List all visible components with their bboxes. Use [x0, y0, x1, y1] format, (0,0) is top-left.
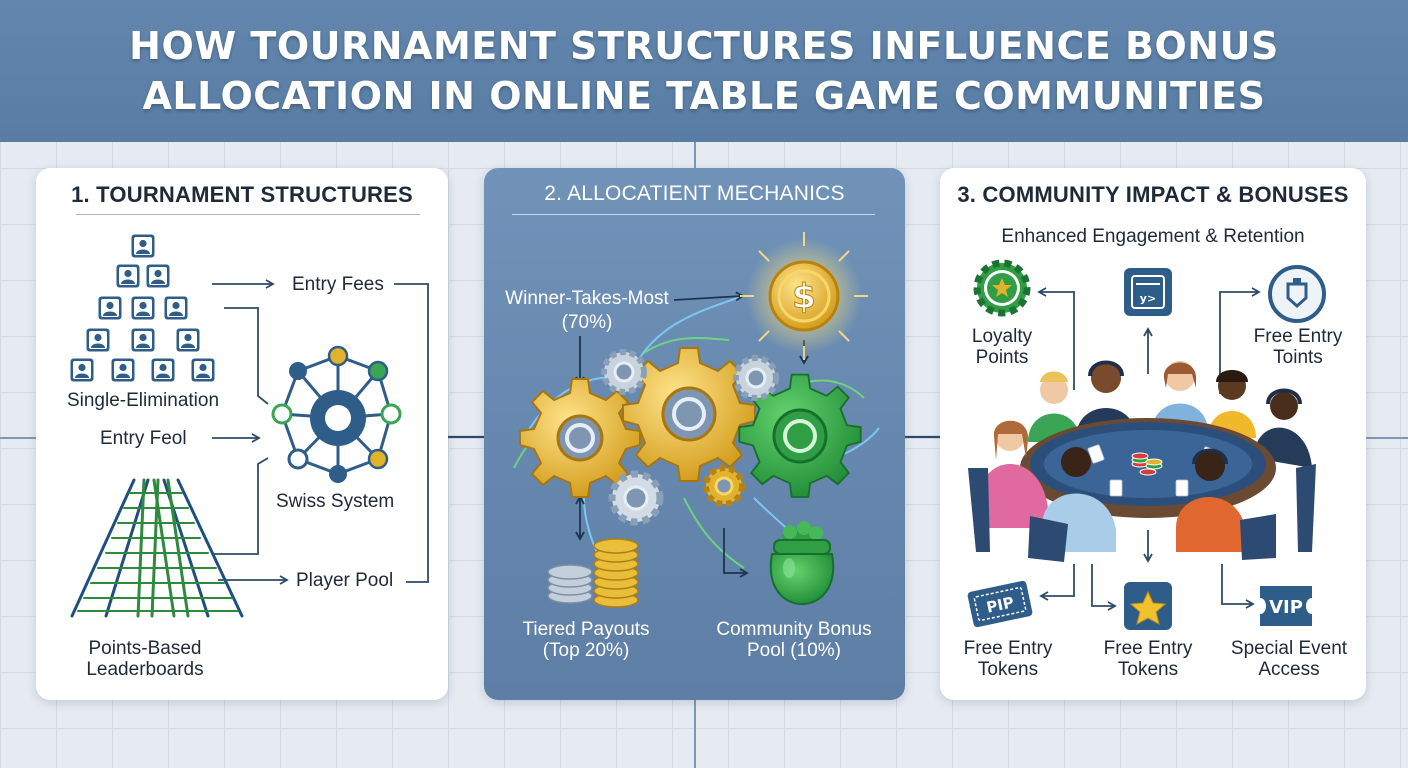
loyalty-points-gear-icon	[973, 259, 1031, 317]
label-tiered-payouts: Tiered Payouts (Top 20%)	[506, 619, 666, 661]
gear-green-right-icon	[738, 373, 862, 498]
player-green-hoodie	[1028, 371, 1080, 442]
label-community-line-1: Community Bonus	[716, 619, 872, 640]
label-entry-fees: Entry Fees	[292, 274, 384, 295]
green-bonus-pot-icon	[769, 521, 835, 606]
panel-3-connectors	[1037, 287, 1261, 611]
title-line-1: HOW TOURNAMENT STRUCTURES INFLUENCE BONU…	[129, 24, 1279, 68]
guide-line-bottom	[694, 700, 696, 768]
label-tokens-b-line-2: Tokens	[1117, 659, 1179, 680]
label-special-event-access: Special Event Access	[1224, 638, 1354, 680]
label-points-based-leaderboards: Points-Based Leaderboards	[60, 638, 230, 680]
label-community-line-2: Pool (10%)	[747, 640, 841, 661]
panel-1-title-rule	[76, 214, 420, 215]
panel-1-title: 1. TOURNAMENT STRUCTURES	[71, 182, 413, 207]
points-leaderboard-ladders-icon	[70, 478, 244, 618]
label-winner-line-2: (70%)	[561, 312, 613, 333]
label-toints-line-2: Toints	[1273, 347, 1323, 368]
label-player-pool: Player Pool	[296, 570, 394, 591]
ticket-text: y>	[1140, 292, 1156, 305]
gear-silver-small-2-icon	[733, 355, 779, 401]
label-points-line-2: Leaderboards	[86, 659, 204, 680]
title-banner: HOW TOURNAMENT STRUCTURES INFLUENCE BONU…	[0, 0, 1408, 142]
guide-line-right	[1366, 437, 1408, 439]
label-swiss-system: Swiss System	[276, 491, 395, 512]
page-title: HOW TOURNAMENT STRUCTURES INFLUENCE BONU…	[64, 21, 1344, 121]
ticket-top-icon: y>	[1124, 268, 1172, 316]
label-points-line-1: Points-Based	[88, 638, 202, 659]
label-winner-line-1: Winner-Takes-Most	[505, 288, 669, 309]
coin-stacks-icon	[547, 538, 639, 608]
vip-text: VIP	[1269, 597, 1303, 618]
vip-ticket-icon: VIP	[1260, 586, 1312, 626]
swiss-system-network-icon	[271, 345, 402, 483]
label-tokens-a-line-2: Tokens	[977, 659, 1039, 680]
guide-line-left	[0, 437, 36, 439]
panel-1-graphics	[70, 234, 429, 618]
panel-2-title-rule	[512, 214, 875, 215]
label-free-entry-tokens-left: Free Entry Tokens	[952, 638, 1064, 680]
panel-2-graphics: $	[513, 232, 880, 608]
gold-dollar-coin-icon: $	[740, 232, 868, 360]
label-tiered-line-1: Tiered Payouts	[522, 619, 650, 640]
gear-gold-small-icon	[703, 465, 745, 507]
label-single-elimination: Single-Elimination	[66, 390, 220, 411]
poker-table-scene-icon	[968, 360, 1316, 562]
label-entry-feol: Entry Feol	[100, 428, 187, 449]
label-tokens-b-line-1: Free Entry	[1103, 638, 1193, 659]
label-free-entry-tokens-center: Free Entry Tokens	[1092, 638, 1204, 680]
pip-ticket-icon: PIP	[967, 580, 1033, 628]
label-special-line-1: Special Event	[1230, 638, 1348, 659]
player-yellow-shirt	[1208, 370, 1256, 438]
panel-2-title: 2. ALLOCATIENT MECHANICS	[544, 182, 845, 205]
panel-1-connectors	[212, 279, 429, 585]
gear-silver-medium-icon	[608, 470, 664, 526]
label-community-bonus-pool: Community Bonus Pool (10%)	[704, 619, 884, 661]
label-special-line-2: Access	[1258, 659, 1320, 680]
label-winner-takes-most: Winner-Takes-Most (70%)	[492, 287, 682, 335]
gear-silver-small-1-icon	[601, 349, 647, 395]
star-token-icon	[1124, 582, 1172, 630]
panel-3-title: 3. COMMUNITY IMPACT & BONUSES	[957, 182, 1349, 207]
panel-allocation-mechanics: 2. ALLOCATIENT MECHANICS	[484, 168, 905, 700]
pip-text: PIP	[985, 593, 1016, 616]
coin-symbol: $	[792, 277, 816, 317]
single-elimination-pyramid-icon	[70, 234, 215, 382]
label-free-entry-toints: Free Entry Toints	[1240, 326, 1356, 368]
label-tokens-a-line-1: Free Entry	[963, 638, 1053, 659]
gear-gold-left-icon	[519, 378, 641, 498]
label-loyalty-line-2: Points	[975, 347, 1029, 368]
panel-community-impact: 3. COMMUNITY IMPACT & BONUSES Enhanced E…	[940, 168, 1366, 700]
player-front-left-pink	[980, 420, 1048, 528]
title-line-2: ALLOCATION IN ONLINE TABLE GAME COMMUNIT…	[142, 74, 1266, 118]
free-entry-toints-icon	[1268, 265, 1326, 323]
panel-tournament-structures: 1. TOURNAMENT STRUCTURES	[36, 168, 448, 700]
label-tiered-line-2: (Top 20%)	[542, 640, 630, 661]
player-front-right-orange	[1176, 448, 1246, 552]
panel-3-subtitle: Enhanced Engagement & Retention	[1001, 226, 1305, 247]
guide-line-top	[694, 142, 696, 168]
label-toints-line-1: Free Entry	[1253, 326, 1343, 347]
panel-3-graphics: y>	[967, 259, 1326, 630]
label-loyalty-line-1: Loyalty	[971, 326, 1033, 347]
label-loyalty-points: Loyalty Points	[952, 326, 1052, 368]
